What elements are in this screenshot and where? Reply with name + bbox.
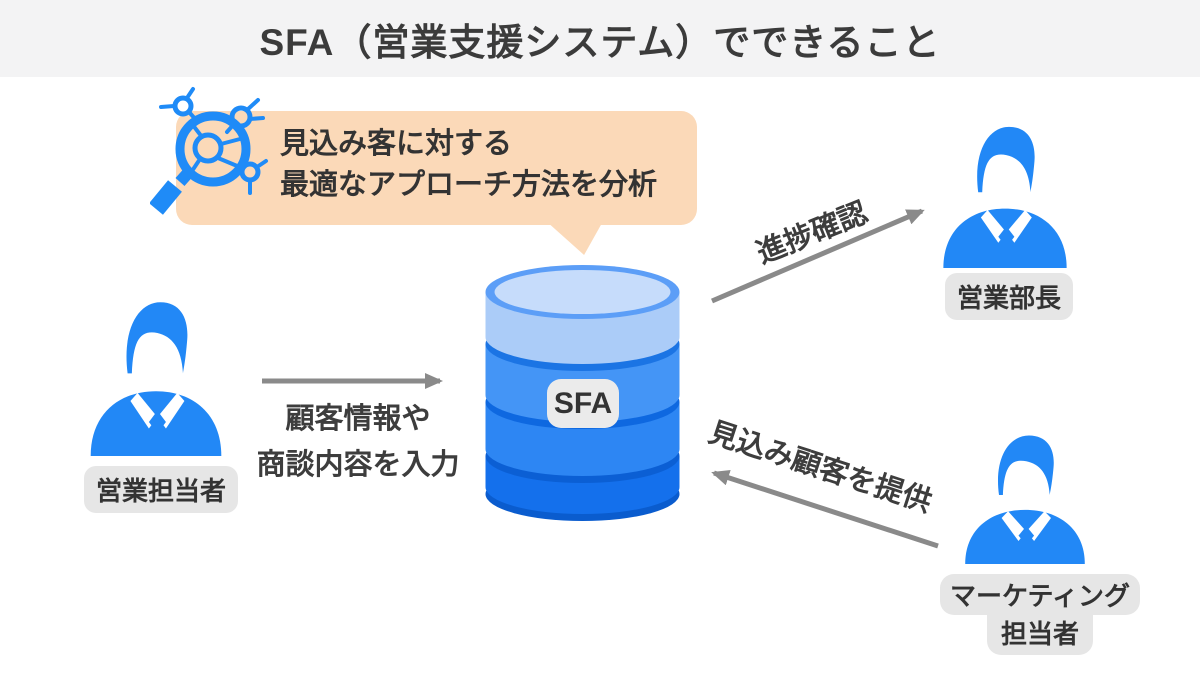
sales-rep-label: 営業担当者 [84, 466, 239, 513]
magnifier-network-icon [150, 87, 268, 215]
marketer-label: マーケティング 担当者 [920, 574, 1160, 655]
progress-flow-label: 進捗確認 [752, 197, 873, 271]
page-title: SFA（営業支援システム）でできること [259, 21, 941, 63]
marketer-businessman-icon [960, 422, 1090, 564]
callout-line2: 最適なアプローチ方法を分析 [280, 169, 658, 201]
input-flow-line2: 商談内容を入力 [256, 449, 460, 481]
input-flow-line1: 顧客情報や [285, 403, 431, 435]
marketer-label-line1: マーケティング [940, 574, 1140, 615]
title-bar: SFA（営業支援システム）でできること [0, 0, 1200, 77]
callout-text: 見込み客に対する 最適なアプローチ方法を分析 [280, 124, 657, 206]
callout-line1: 見込み客に対する [280, 128, 513, 160]
database-cylinder-icon [485, 265, 680, 521]
input-flow-label: 顧客情報や 商談内容を入力 [238, 396, 478, 488]
analysis-callout-bubble [176, 111, 697, 225]
database-label-badge: SFA [547, 379, 619, 428]
sales-manager-businessman-icon [938, 112, 1072, 268]
sales-manager-label: 営業部長 [945, 273, 1074, 320]
leads-flow-label: 見込み顧客を提供 [704, 416, 936, 519]
marketer-label-line2: 担当者 [986, 613, 1093, 655]
callout-tail [548, 223, 602, 255]
sales-rep-businessman-icon [85, 286, 227, 456]
